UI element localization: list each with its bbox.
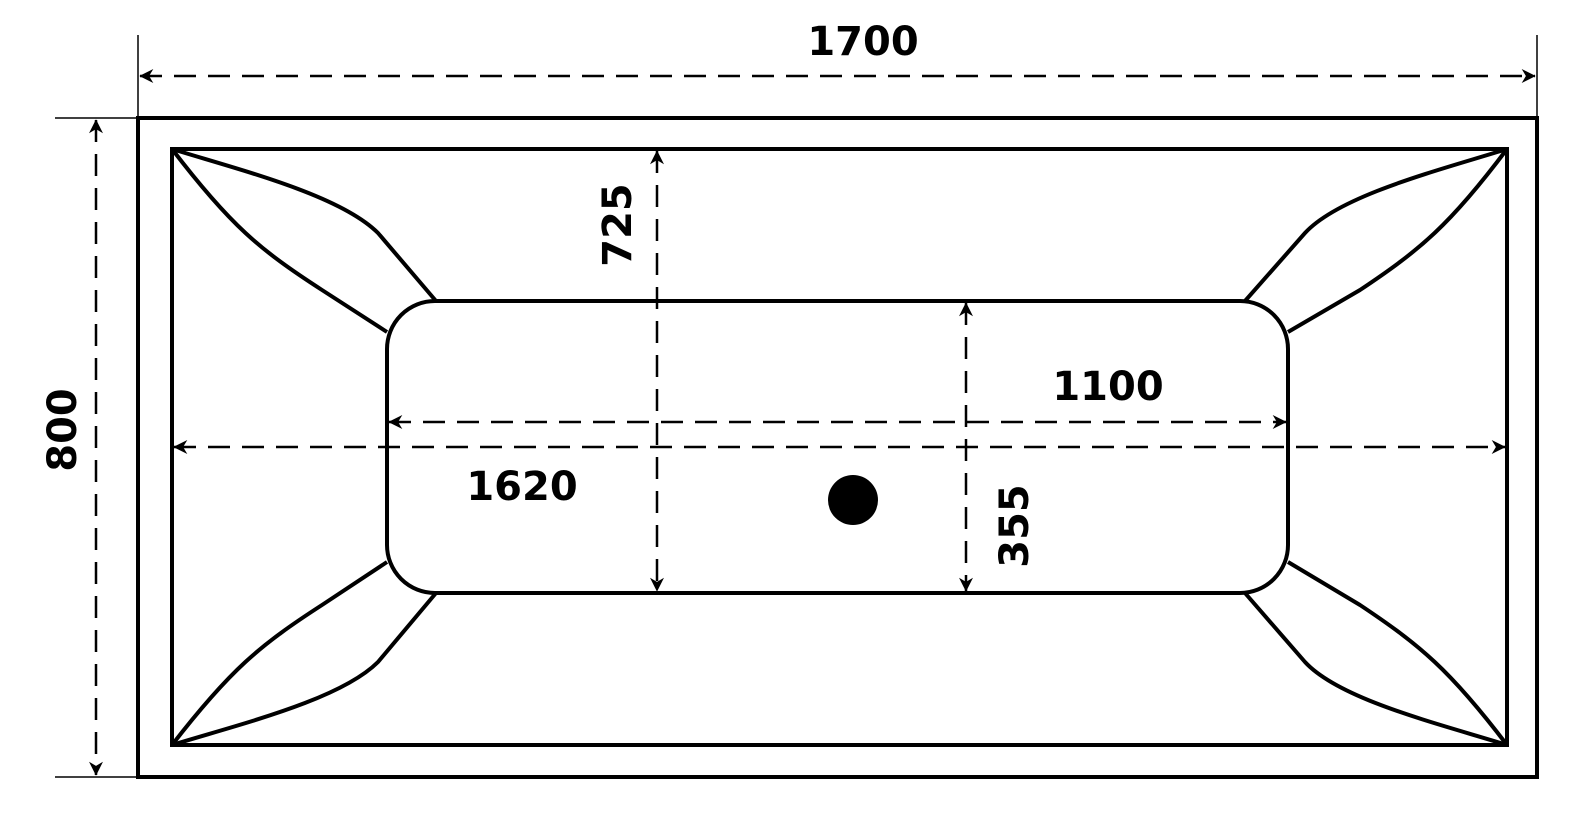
label-inner-width: 725 xyxy=(595,183,641,267)
label-inner-length: 1620 xyxy=(466,464,577,510)
inner-basin xyxy=(170,147,1509,747)
extension-lines xyxy=(55,35,1538,778)
outer-rim xyxy=(136,116,1539,779)
corner-slopes xyxy=(170,147,1509,747)
label-bottom-length: 1100 xyxy=(1052,364,1163,410)
label-bottom-width: 355 xyxy=(992,484,1038,568)
label-overall-length: 1700 xyxy=(807,19,918,65)
drain-hole xyxy=(828,475,878,525)
label-overall-width: 800 xyxy=(40,388,86,472)
